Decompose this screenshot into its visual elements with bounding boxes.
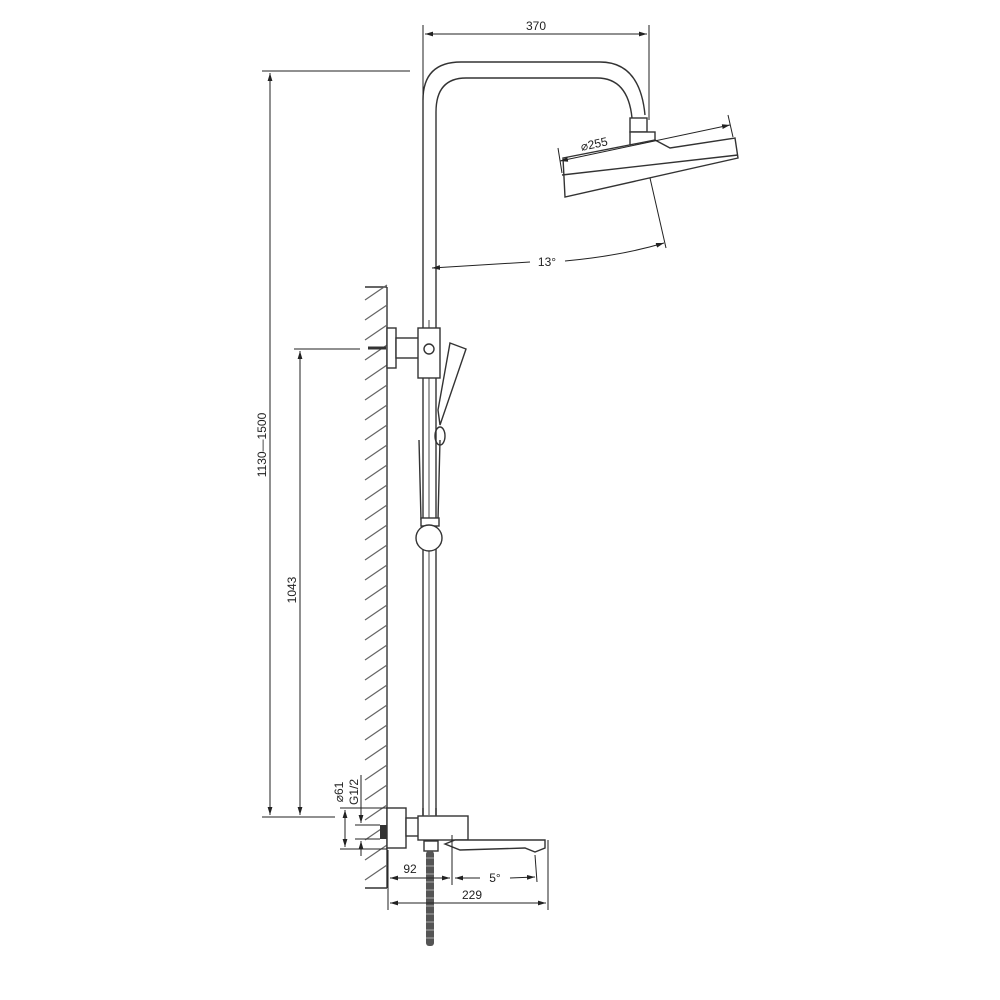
bath-mixer	[380, 807, 546, 946]
label-bracket-height: 1043	[285, 576, 299, 603]
dim-total-height: 1130—1500	[255, 70, 410, 818]
dim-spout-reach: 229	[390, 840, 549, 910]
dim-bracket-height: 1043	[285, 348, 360, 815]
riser-pipe	[422, 61, 646, 815]
label-wall-to-mixer: 92	[403, 862, 417, 876]
label-arm-reach: 370	[526, 19, 546, 33]
label-total-height: 1130—1500	[255, 412, 269, 477]
dim-wall-to-mixer: 92 5°	[387, 835, 538, 910]
wall-section	[364, 284, 388, 889]
wall-bracket	[368, 327, 441, 379]
label-spout-angle: 5°	[489, 871, 501, 885]
label-spout-reach: 229	[462, 888, 482, 902]
label-flange-diameter: ⌀61	[332, 781, 346, 802]
dim-head-diameter: ⌀255	[557, 114, 734, 174]
label-head-angle: 13°	[538, 255, 556, 269]
dim-head-angle: 13°	[431, 177, 667, 270]
hand-shower	[415, 342, 467, 552]
label-inlet-thread: G1/2	[347, 779, 361, 805]
label-head-diameter: ⌀255	[579, 134, 609, 153]
dim-inlet: ⌀61 G1/2	[332, 775, 387, 856]
shower-head	[561, 117, 739, 198]
dim-arm-reach: 370	[422, 19, 650, 120]
